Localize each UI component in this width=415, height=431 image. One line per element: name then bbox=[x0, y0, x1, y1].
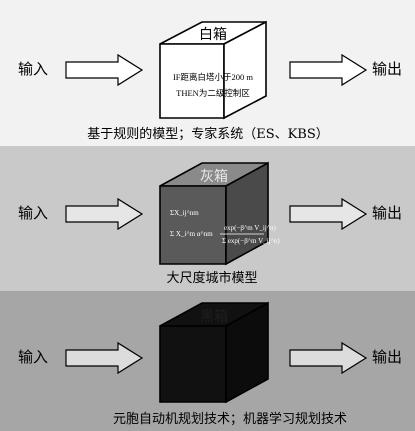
white-caption: 基于规则的模型；专家系统（ES、KBS） bbox=[87, 126, 329, 142]
gray-box-formula-3: exp(−β^m V_ij^n) bbox=[224, 224, 277, 232]
white-output-arrow bbox=[289, 53, 368, 87]
black-box-side bbox=[225, 301, 269, 404]
white-box-line-2: THEN为二级控制区 bbox=[176, 88, 250, 98]
white-input-arrow bbox=[65, 53, 144, 87]
white-input-label: 输入 bbox=[18, 60, 48, 78]
black-box-front bbox=[159, 325, 227, 403]
panel-gray: 输入 灰箱 ΣX_ij^nm Σ X_i^m α^nm exp(−β^m V_i… bbox=[18, 161, 402, 286]
gray-box: 灰箱 ΣX_ij^nm Σ X_i^m α^nm exp(−β^m V_ij^n… bbox=[159, 161, 280, 266]
black-output-label: 输出 bbox=[372, 348, 402, 366]
white-box-title: 白箱 bbox=[199, 27, 227, 43]
black-output-arrow bbox=[289, 341, 368, 375]
gray-caption: 大尺度城市模型 bbox=[166, 270, 257, 286]
white-box-line-1: IF距离白塔小于200 m bbox=[173, 72, 253, 82]
gray-input-label: 输入 bbox=[18, 204, 48, 222]
panel-white: 输入 白箱 IF距离白塔小于200 m THEN为二级控制区 输出 基于规则的模… bbox=[18, 20, 402, 142]
gray-box-formula-2: Σ X_i^m α^nm bbox=[170, 230, 213, 238]
panel-black: 输入 黑箱 输出 元胞自动机规划技术；机器学习规划技术 bbox=[18, 301, 402, 427]
gray-input-arrow bbox=[65, 197, 144, 231]
black-box: 黑箱 bbox=[159, 301, 269, 404]
gray-box-front bbox=[159, 185, 227, 265]
gray-box-formula-1: ΣX_ij^nm bbox=[170, 209, 199, 217]
gray-box-formula-4: Σ exp(−β^m V_ij^n) bbox=[222, 237, 280, 245]
black-input-label: 输入 bbox=[18, 348, 48, 366]
white-box-side bbox=[223, 20, 267, 120]
gray-box-title: 灰箱 bbox=[200, 169, 228, 185]
black-input-arrow bbox=[65, 341, 144, 375]
white-box: 白箱 IF距离白塔小于200 m THEN为二级控制区 bbox=[159, 20, 267, 120]
gray-box-side bbox=[225, 161, 269, 266]
white-output-label: 输出 bbox=[372, 60, 402, 78]
black-box-title: 黑箱 bbox=[200, 309, 228, 325]
black-caption: 元胞自动机规划技术；机器学习规划技术 bbox=[113, 411, 347, 427]
gray-output-label: 输出 bbox=[372, 204, 402, 222]
gray-output-arrow bbox=[289, 197, 368, 231]
